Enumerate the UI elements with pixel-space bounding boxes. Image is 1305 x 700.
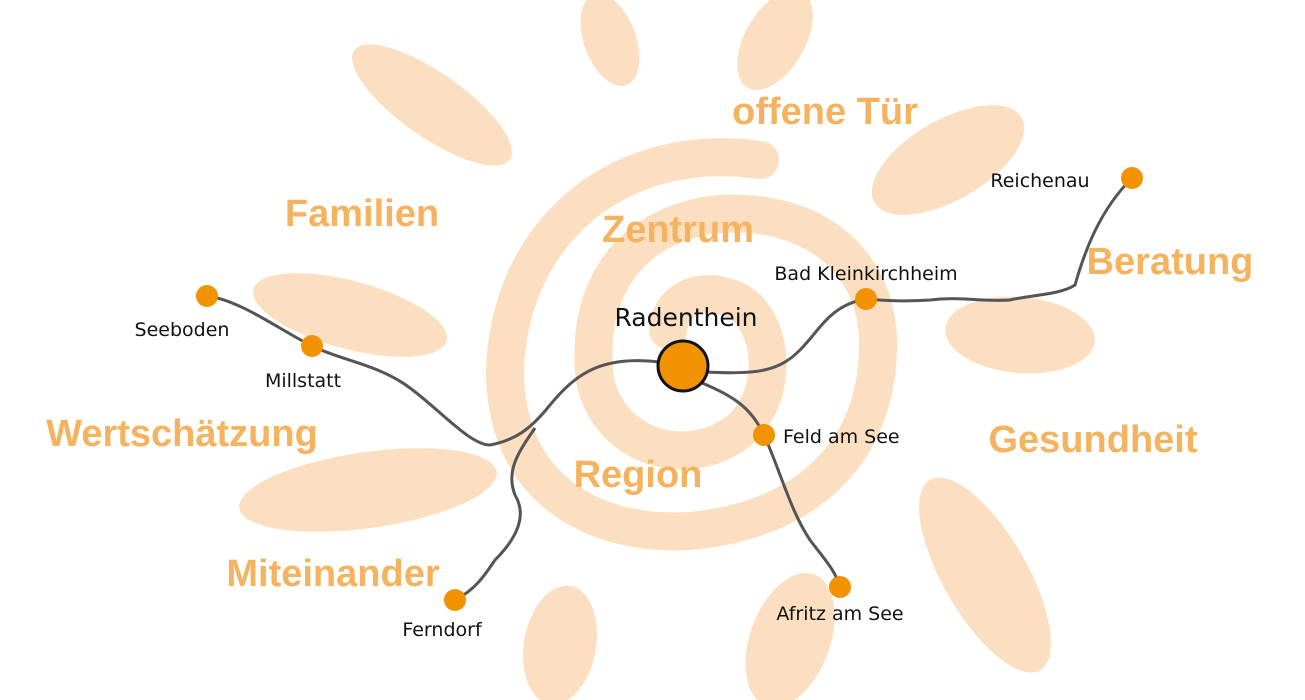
place-radenthein: Radenthein [614, 303, 757, 332]
label-miteinander: Miteinander [226, 553, 439, 595]
node-afritz-am-see[interactable] [829, 576, 851, 598]
place-labels: Radenthein Reichenau Bad Kleinkirchheim … [135, 170, 1090, 641]
sun-spiral [485, 138, 898, 551]
sun-graphic [239, 0, 1095, 700]
node-bad-kleinkirchheim[interactable] [855, 288, 877, 310]
sun-ray [945, 296, 1095, 374]
node-feld-am-see[interactable] [753, 424, 775, 446]
node-millstatt[interactable] [301, 335, 323, 357]
sun-ray [239, 448, 497, 532]
route-reichenau [865, 176, 1134, 303]
category-labels: offene Tür Familien Zentrum Beratung Wer… [46, 91, 1253, 595]
place-ferndorf: Ferndorf [402, 619, 483, 641]
place-afritz-am-see: Afritz am See [776, 603, 903, 625]
sun-ray [523, 585, 597, 700]
sun-ray [745, 572, 835, 700]
label-region: Region [574, 454, 703, 496]
sun-ray [352, 44, 512, 166]
sun-ray [737, 0, 813, 90]
place-bad-kleinkirchheim: Bad Kleinkirchheim [774, 263, 957, 285]
route-lines [206, 176, 1134, 602]
label-familien: Familien [285, 193, 439, 235]
place-millstatt: Millstatt [265, 370, 341, 392]
node-radenthein[interactable] [656, 339, 710, 393]
sun-ray [919, 477, 1051, 673]
sun-ray [580, 0, 640, 86]
place-seeboden: Seeboden [135, 319, 230, 341]
nodes [196, 167, 1143, 611]
sun-ray [871, 105, 1025, 215]
node-ferndorf[interactable] [444, 589, 466, 611]
sun-ray [253, 273, 447, 357]
route-west [206, 294, 660, 447]
route-south [699, 380, 842, 588]
label-beratung: Beratung [1087, 241, 1254, 283]
label-offene-tuer: offene Tür [732, 91, 918, 133]
label-zentrum: Zentrum [602, 209, 754, 251]
node-seeboden[interactable] [196, 285, 218, 307]
route-ferndorf [454, 427, 537, 602]
label-wertschaetzung: Wertschätzung [46, 413, 318, 455]
node-reichenau[interactable] [1121, 167, 1143, 189]
label-gesundheit: Gesundheit [988, 419, 1197, 461]
place-feld-am-see: Feld am See [783, 426, 900, 448]
route-bad-kleinkirchheim [706, 297, 867, 375]
place-reichenau: Reichenau [990, 170, 1089, 192]
